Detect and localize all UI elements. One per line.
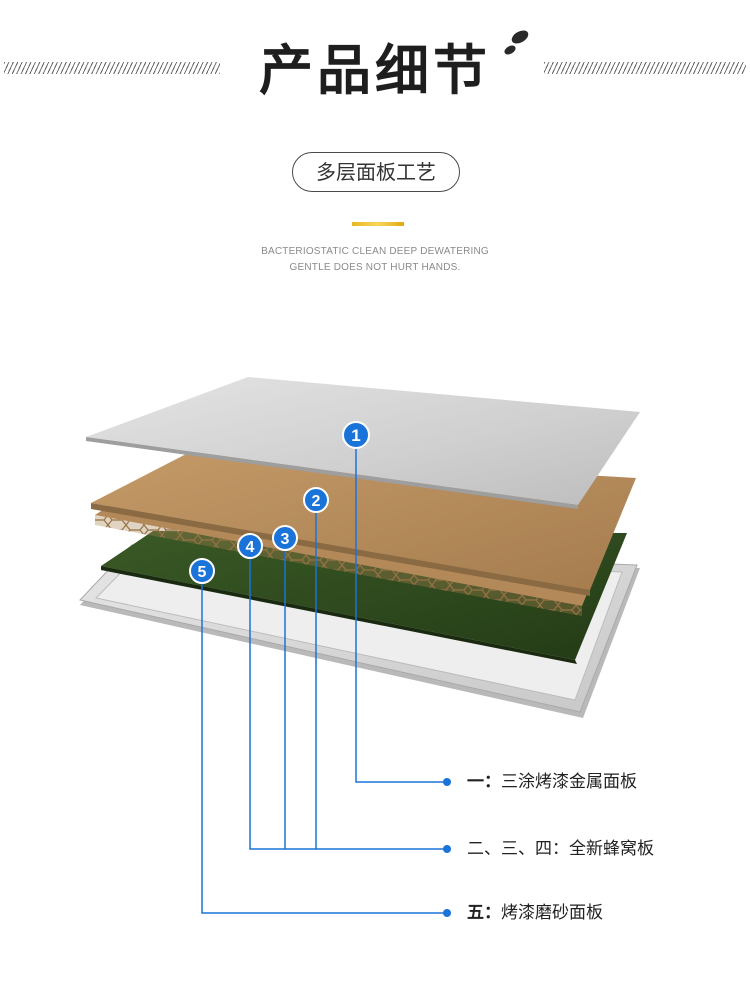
leader-line-1 bbox=[355, 445, 447, 783]
marker-4: 4 bbox=[237, 533, 263, 559]
layer-label-1: 一：三涂烤漆金属面板 bbox=[467, 771, 637, 793]
subtitle-line-1: BACTERIOSTATIC CLEAN DEEP DEWATERING bbox=[261, 246, 489, 257]
decorative-hatch-right bbox=[544, 62, 746, 74]
marker-2: 2 bbox=[303, 487, 329, 513]
drops-icon bbox=[504, 30, 529, 55]
layer-label-3: 五：烤漆磨砂面板 bbox=[467, 902, 603, 924]
marker-2-number: 2 bbox=[312, 493, 321, 510]
layer-label-3-text: 烤漆磨砂面板 bbox=[501, 903, 603, 923]
marker-3-number: 3 bbox=[281, 531, 290, 548]
layer-label-1-text: 三涂烤漆金属面板 bbox=[501, 772, 637, 792]
leader-line-4 bbox=[249, 556, 316, 850]
leader-line-5 bbox=[201, 582, 447, 914]
marker-3: 3 bbox=[272, 525, 298, 551]
layer-label-3-prefix: 五： bbox=[467, 903, 501, 923]
layer-label-1-prefix: 一： bbox=[467, 772, 501, 792]
leader-dot-1 bbox=[443, 778, 451, 786]
gold-divider bbox=[352, 222, 404, 226]
leader-dot-2 bbox=[443, 845, 451, 853]
marker-1: 1 bbox=[342, 421, 370, 449]
subtitle-line-2: GENTLE DOES NOT HURT HANDS. bbox=[289, 262, 461, 273]
marker-5: 5 bbox=[189, 558, 215, 584]
marker-4-number: 4 bbox=[246, 539, 255, 556]
leader-dot-3 bbox=[443, 909, 451, 917]
leader-end-dots bbox=[443, 778, 451, 917]
page-title: 产品细节 bbox=[259, 39, 491, 102]
leader-lines bbox=[201, 445, 447, 914]
marker-5-number: 5 bbox=[198, 564, 207, 581]
section-pill: 多层面板工艺 bbox=[292, 152, 460, 192]
layer-label-2-text: 二、三、四：全新蜂窝板 bbox=[467, 839, 654, 859]
decorative-hatch-left bbox=[4, 62, 220, 74]
marker-1-number: 1 bbox=[351, 426, 360, 445]
layer-label-2: 二、三、四：全新蜂窝板 bbox=[467, 838, 654, 860]
